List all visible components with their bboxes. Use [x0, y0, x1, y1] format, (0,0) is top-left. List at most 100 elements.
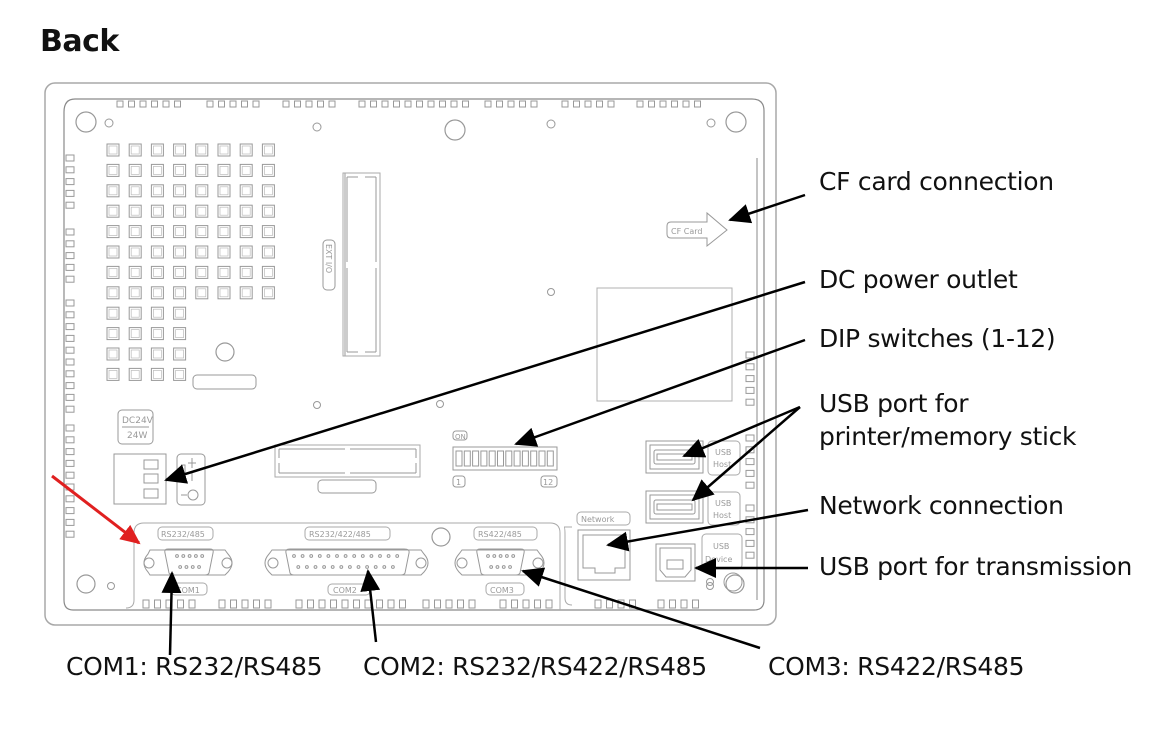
vent-hole-inner	[264, 247, 273, 257]
vent-hole-inner	[197, 227, 207, 236]
usb-device-label-line1: USB	[713, 542, 729, 551]
vent-slot	[692, 599, 699, 609]
cf-card-label: CF Card	[671, 227, 702, 236]
usb-host-port-1[interactable]	[645, 440, 704, 474]
vent-hole	[173, 225, 187, 239]
vent-hole	[106, 286, 120, 300]
pin	[309, 554, 314, 558]
pin	[300, 554, 305, 558]
usb-device-port[interactable]	[655, 543, 696, 582]
vent-hole	[150, 367, 164, 381]
vent-slot	[318, 599, 326, 609]
com3-port[interactable]: RS422/485 COM3	[454, 526, 545, 596]
pin	[296, 565, 301, 569]
vent-hole-inner	[153, 268, 162, 277]
usb-host-port-2[interactable]	[645, 490, 704, 524]
dip-switch	[480, 450, 488, 467]
arrow-dc-power	[164, 280, 806, 484]
dip-switch	[538, 450, 546, 467]
vent-hole	[150, 347, 164, 361]
screw-hole	[706, 118, 716, 128]
dip-switches[interactable]: ON 1 12	[452, 430, 558, 488]
vent-slot	[218, 100, 225, 108]
vent-hole	[261, 245, 275, 259]
vent-slot	[376, 599, 383, 609]
vent-hole	[195, 245, 209, 259]
vent-hole-inner	[130, 247, 140, 257]
vent-hole-inner	[175, 145, 184, 155]
vent-hole	[261, 204, 275, 218]
vent-slot	[341, 599, 349, 609]
dc-power-outlet[interactable]	[113, 453, 167, 505]
vent-hole-inner	[219, 247, 229, 257]
arrow-com2	[360, 569, 381, 643]
vent-slot	[745, 434, 755, 442]
pin	[343, 554, 348, 558]
vent-hole-inner	[130, 308, 140, 318]
com1-port[interactable]: RS232/485 COM1	[143, 526, 233, 596]
arrow-usb-host-1	[682, 405, 801, 458]
pin	[178, 565, 183, 569]
pin	[184, 565, 189, 569]
outer-housing	[44, 82, 777, 626]
arrow-dip-switches	[514, 338, 806, 447]
io-subpanel	[563, 526, 573, 606]
vent-slot	[65, 393, 75, 401]
vent-slot	[457, 599, 464, 609]
vent-hole-inner	[130, 349, 140, 359]
pin	[395, 554, 400, 558]
vent-hole	[239, 143, 253, 157]
vent-slot	[282, 100, 290, 108]
pin	[326, 554, 331, 558]
callout-dip-switches: DIP switches (1-12)	[819, 324, 1056, 353]
vent-slot	[65, 166, 75, 174]
vent-hole	[239, 225, 253, 239]
vent-hole	[195, 163, 209, 177]
vent-hole	[173, 286, 187, 300]
callout-network: Network connection	[819, 491, 1064, 520]
vent-hole	[261, 265, 275, 279]
vent-hole	[217, 143, 231, 157]
vent-hole	[195, 286, 209, 300]
vent-slot	[206, 100, 214, 108]
vent-hole	[261, 225, 275, 239]
vent-slot	[682, 100, 690, 108]
right-vent-slots	[745, 351, 755, 559]
network-port[interactable]	[577, 529, 631, 581]
vent-hole-inner	[175, 186, 184, 196]
vent-hole-inner	[219, 145, 229, 155]
vent-hole	[261, 286, 275, 300]
vent-slot	[745, 386, 755, 394]
vent-hole-inner	[175, 329, 184, 338]
screw-hole	[547, 288, 555, 296]
vent-hole-inner	[175, 166, 184, 175]
pin	[194, 554, 198, 558]
internal-connector	[274, 444, 421, 494]
vent-hole-inner	[108, 145, 118, 155]
vent-slot	[648, 100, 655, 108]
vent-slot	[364, 599, 372, 609]
vent-slot	[657, 599, 665, 609]
pin	[382, 565, 387, 569]
vent-hole	[128, 143, 142, 157]
pin	[197, 565, 201, 569]
vent-hole	[217, 204, 231, 218]
callout-usb-host-line1: USB port for	[819, 389, 969, 418]
pin	[386, 554, 391, 558]
dip-switch	[505, 450, 513, 467]
vent-hole-inner	[197, 145, 207, 155]
vent-slot	[496, 100, 503, 108]
power-rating-label: DC24V 24W	[117, 409, 154, 445]
vent-slot	[328, 100, 336, 108]
vent-hole	[173, 265, 187, 279]
vent-slot	[745, 398, 755, 406]
usb-host-label-1: USB Host	[707, 440, 741, 476]
vent-hole-inner	[175, 308, 184, 318]
vent-slot	[745, 458, 755, 466]
vent-hole-inner	[197, 288, 207, 298]
vent-hole	[106, 327, 120, 341]
vent-slot	[65, 263, 75, 271]
com2-port[interactable]: RS232/422/485 COM2	[264, 526, 429, 596]
vent-slot	[65, 240, 75, 248]
vent-slot	[253, 599, 260, 609]
